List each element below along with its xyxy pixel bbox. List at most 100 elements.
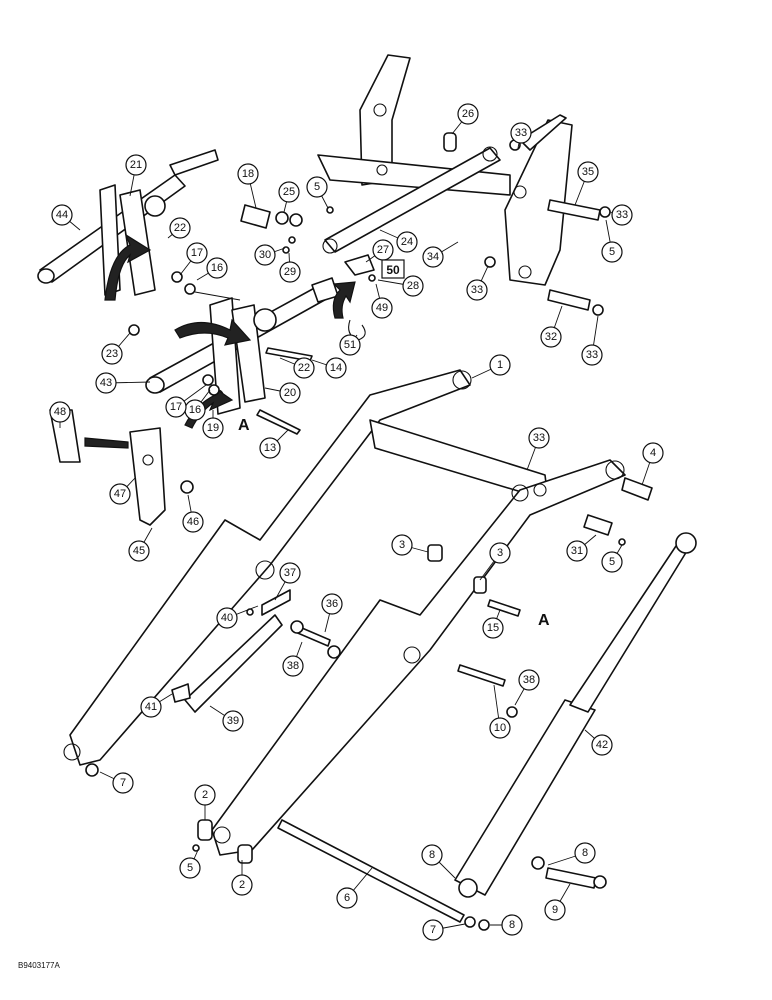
- long-rod: [277, 819, 465, 923]
- callout-circle: [339, 334, 361, 356]
- callout-circle: [49, 401, 71, 423]
- callout-number: 3: [497, 547, 503, 559]
- callout-number: 8: [582, 847, 588, 859]
- callout-37: 37: [274, 562, 301, 601]
- callout-number: 4: [650, 447, 656, 459]
- callout-46: 46: [182, 494, 204, 533]
- callout-number: 15: [487, 622, 499, 634]
- figure-id: B9403177A: [18, 961, 60, 970]
- section-mark-a: A: [238, 417, 250, 434]
- callout-circle: [222, 710, 244, 732]
- callout-number: 7: [120, 777, 126, 789]
- callout-number: 51: [344, 339, 356, 351]
- callout-circle: [140, 696, 162, 718]
- callout-circle: [422, 919, 444, 941]
- callout-number: 21: [130, 159, 142, 171]
- callout-51: 51: [339, 334, 361, 356]
- callout-8: 8: [421, 844, 456, 879]
- callout-16: 16: [184, 389, 211, 421]
- callout-circle: [231, 874, 253, 896]
- pin: [547, 289, 591, 311]
- callout-circle: [182, 511, 204, 533]
- callout-33: 33: [526, 427, 550, 471]
- callout-5: 5: [306, 176, 329, 209]
- callout-number: 49: [376, 302, 388, 314]
- bellcrank-assembly-lower: [145, 277, 339, 415]
- callout-number: 33: [616, 209, 628, 221]
- callout-circle: [186, 242, 208, 264]
- hydraulic-cylinder: [454, 532, 697, 898]
- callout-number: 41: [145, 701, 157, 713]
- callout-circle: [237, 163, 259, 185]
- callout-9: 9: [544, 883, 571, 921]
- callout-circle: [601, 551, 623, 573]
- callout-5: 5: [179, 849, 201, 879]
- callout-number: 17: [170, 401, 182, 413]
- callout-circle: [591, 734, 613, 756]
- callout-circle: [194, 784, 216, 806]
- callout-number: 3: [399, 539, 405, 551]
- callout-number: 8: [429, 849, 435, 861]
- callout-36: 36: [321, 593, 343, 633]
- link-arm: [322, 146, 501, 254]
- callout-14: 14: [311, 357, 347, 379]
- callout-circle: [391, 534, 413, 556]
- callout-circle: [206, 257, 228, 279]
- callout-circle: [396, 231, 418, 253]
- callout-circle: [544, 899, 566, 921]
- callout-22: 22: [279, 357, 315, 379]
- callout-32: 32: [540, 305, 563, 348]
- callout-34: 34: [422, 241, 459, 268]
- callout-number: 19: [207, 422, 219, 434]
- callout-4: 4: [641, 442, 664, 486]
- callout-43: 43: [95, 372, 151, 394]
- callout-number: 42: [596, 739, 608, 751]
- callout-number: 5: [314, 181, 320, 193]
- callout-18: 18: [237, 163, 259, 209]
- callout-17: 17: [179, 242, 208, 276]
- boxed-callout: 50: [381, 259, 405, 279]
- callout-number: 33: [515, 127, 527, 139]
- callout-circle: [169, 217, 191, 239]
- callout-number: 23: [106, 348, 118, 360]
- mounting-bracket: [49, 409, 194, 526]
- callout-number: 6: [344, 892, 350, 904]
- callout-number: 17: [191, 247, 203, 259]
- callout-number: 5: [187, 862, 193, 874]
- callout-circle: [489, 542, 511, 564]
- pin: [443, 132, 457, 152]
- callout-number: 24: [401, 236, 413, 248]
- callout-5: 5: [601, 219, 623, 263]
- callout-number: 48: [54, 406, 66, 418]
- callout-circle: [202, 417, 224, 439]
- callout-circle: [101, 343, 123, 365]
- callout-number: 22: [174, 222, 186, 234]
- callout-number: 45: [133, 545, 145, 557]
- callout-number: 27: [377, 244, 389, 256]
- callout-8: 8: [490, 914, 523, 936]
- callout-number: 47: [114, 488, 126, 500]
- callout-10: 10: [489, 684, 511, 739]
- callout-circle: [489, 717, 511, 739]
- callout-circle: [95, 372, 117, 394]
- callout-circle: [279, 382, 301, 404]
- callout-3: 3: [479, 542, 511, 581]
- callout-number: 16: [211, 262, 223, 274]
- callout-number: 46: [187, 516, 199, 528]
- callout-number: 13: [264, 442, 276, 454]
- callout-circle: [611, 204, 633, 226]
- callout-27: 27: [365, 239, 394, 263]
- callout-circle: [466, 279, 488, 301]
- callout-number: 36: [326, 598, 338, 610]
- loader-frame: [63, 369, 626, 856]
- callout-circle: [518, 669, 540, 691]
- callout-30: 30: [254, 244, 286, 266]
- callout-number: 35: [582, 166, 594, 178]
- callout-circle: [510, 122, 532, 144]
- callout-number: 43: [100, 377, 112, 389]
- svg-text:50: 50: [386, 263, 400, 277]
- callout-circle: [51, 204, 73, 226]
- callout-45: 45: [128, 527, 153, 562]
- callout-circle: [282, 655, 304, 677]
